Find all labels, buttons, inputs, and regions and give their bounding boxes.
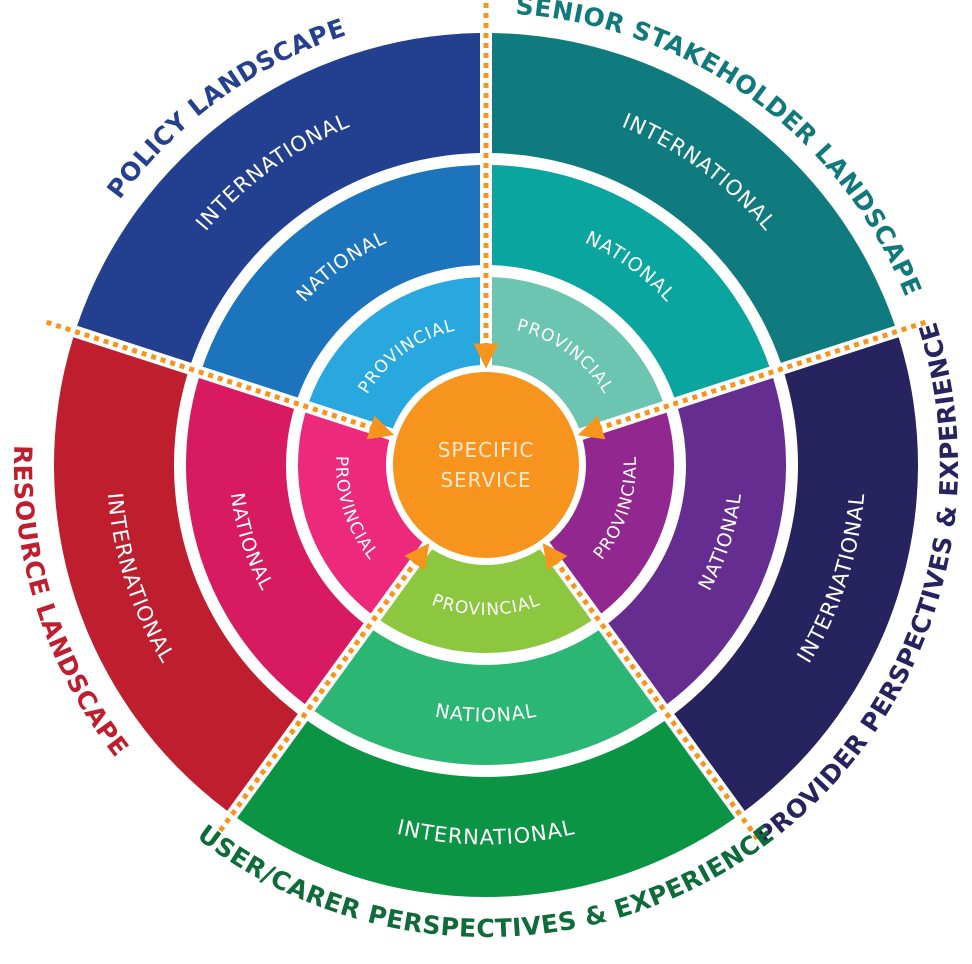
center-circle: SPECIFIC SERVICE — [393, 372, 579, 558]
segment-senior-stakeholder-national — [491, 165, 770, 398]
segment-policy-national — [202, 165, 481, 398]
center-label-line2: SERVICE — [440, 468, 531, 492]
segment-user-carer-international — [236, 720, 736, 897]
segment-provider-national — [608, 378, 787, 705]
segment-resource-provincial — [297, 412, 423, 614]
segment-provider-provincial — [549, 412, 674, 614]
segment-resource-international — [53, 337, 298, 811]
segment-senior-stakeholder-provincial — [491, 277, 663, 429]
segment-senior-stakeholder-international — [491, 33, 895, 363]
center-label-line1: SPECIFIC — [438, 438, 535, 462]
specific-service-circle — [393, 372, 579, 558]
segment-policy-international — [77, 33, 481, 363]
segment-policy-provincial — [309, 277, 481, 429]
segment-provider-international — [674, 337, 918, 811]
segment-user-carer-provincial — [380, 549, 592, 654]
segment-resource-national — [186, 378, 364, 705]
segment-user-carer-national — [314, 630, 658, 765]
ring-segments — [53, 33, 918, 897]
